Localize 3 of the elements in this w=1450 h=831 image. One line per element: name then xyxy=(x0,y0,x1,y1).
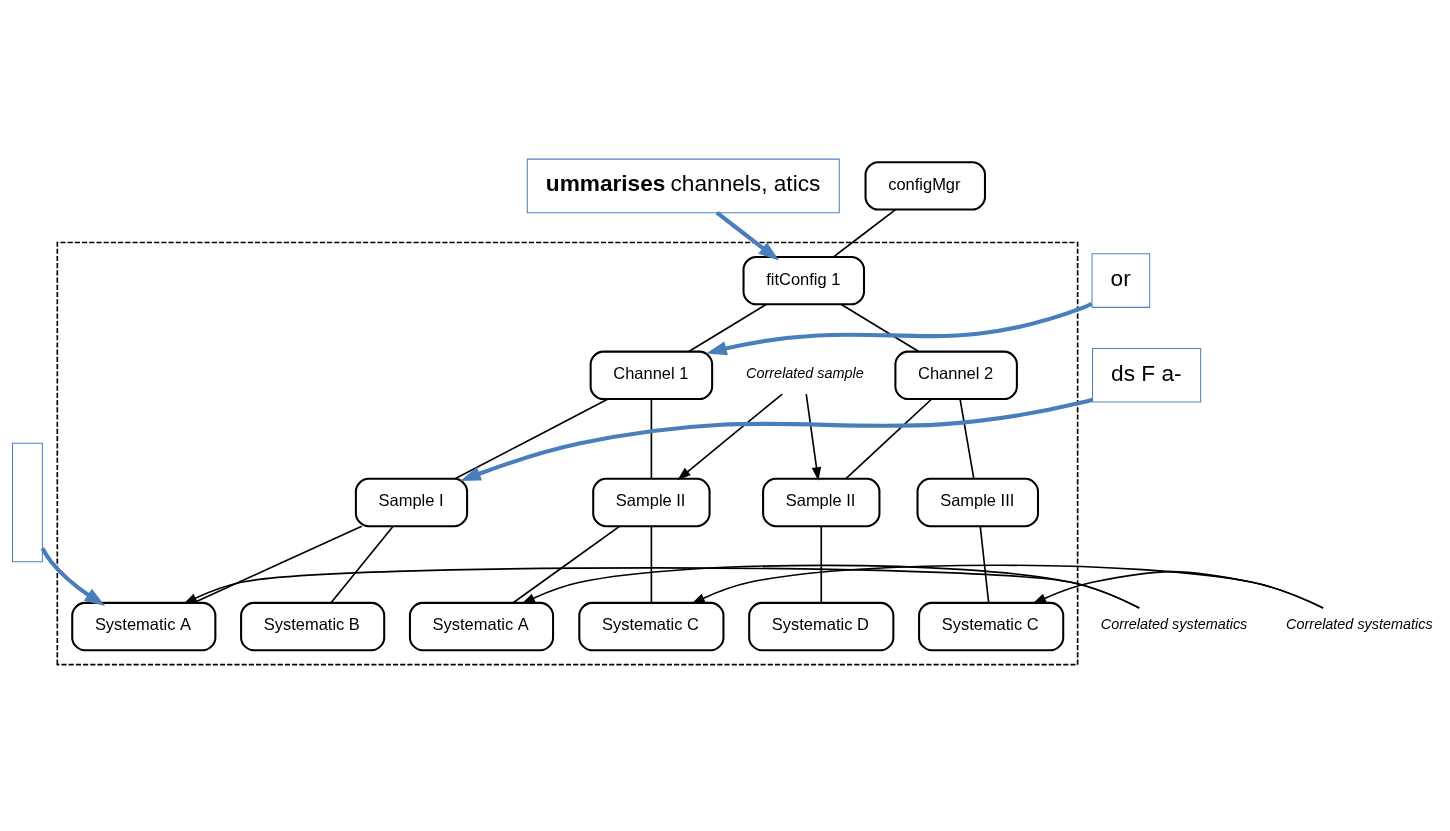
node-text: Correlated sample xyxy=(746,364,864,381)
node-text: Correlated systematics xyxy=(1100,615,1248,632)
node-text: Correlated systematics xyxy=(1286,615,1433,632)
